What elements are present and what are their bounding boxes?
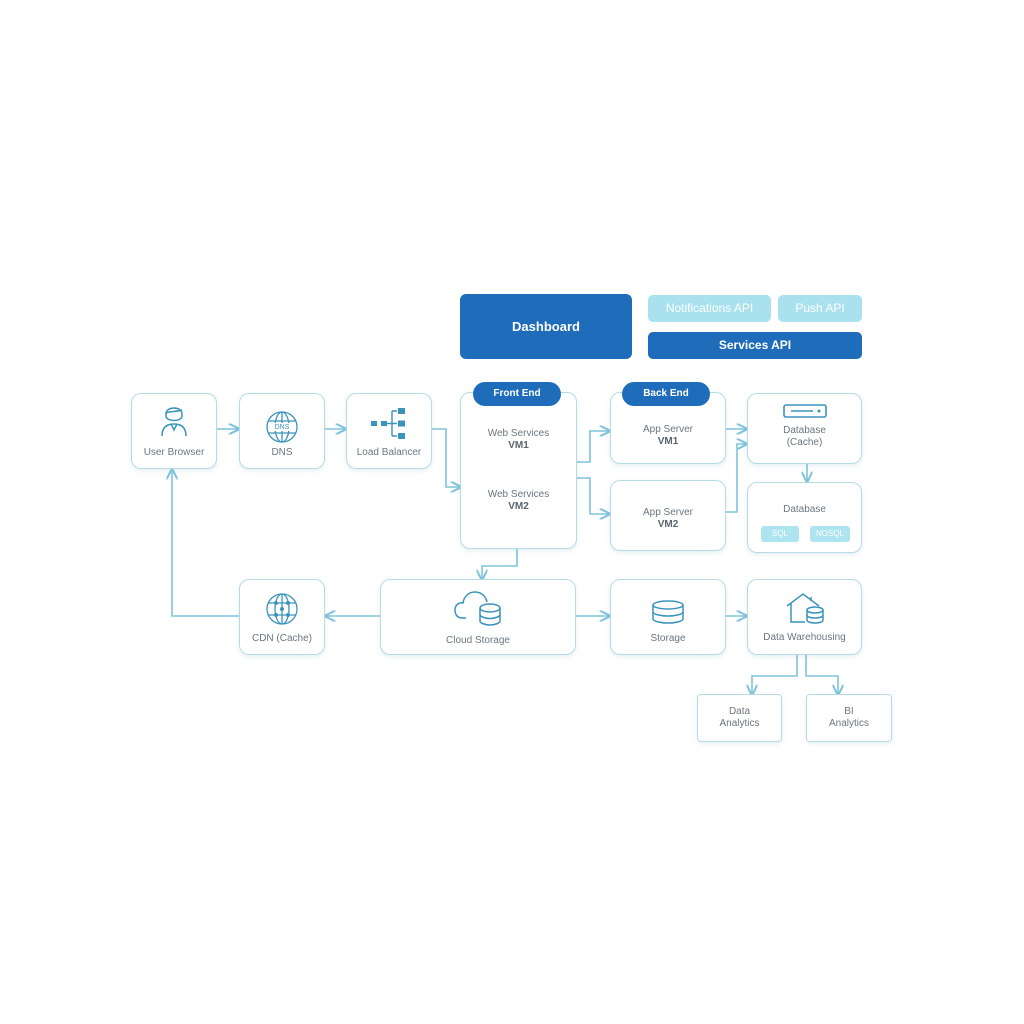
web-services-vm2-id: VM2 <box>508 501 529 512</box>
web-services-vm2-title: Web Services <box>487 489 550 500</box>
services-api-banner[interactable]: Services API <box>648 332 862 359</box>
cloud-storage-label: Cloud Storage <box>446 635 510 646</box>
server-icon <box>782 404 827 418</box>
user-icon <box>161 407 187 437</box>
back-end-pill: Back End <box>622 382 710 406</box>
web-services-vm1-title: Web Services <box>487 428 550 439</box>
database-cache-line1: Database <box>783 425 826 436</box>
app-server-vm1-title: App Server <box>642 424 694 435</box>
arrow-loadbalancer-to-web <box>432 428 460 487</box>
notifications-api-label: Notifications API <box>665 301 754 315</box>
database-cache-node[interactable]: Database (Cache) <box>747 393 862 464</box>
data-analytics-line1: Data <box>728 706 751 717</box>
globe-network-icon <box>266 593 298 625</box>
cdn-cache-label: CDN (Cache) <box>251 633 312 644</box>
storage-node[interactable]: Storage <box>610 579 726 655</box>
data-analytics-node[interactable]: Data Analytics <box>697 694 782 742</box>
arrow-web1-to-app1 <box>577 431 609 463</box>
dashboard-label: Dashboard <box>512 319 580 334</box>
web-services-vm1-id: VM1 <box>508 440 529 451</box>
app-server-vm2-title: App Server <box>642 507 694 518</box>
warehouse-icon <box>786 593 824 624</box>
arrow-web-to-cloudstorage <box>482 549 518 579</box>
front-end-pill: Front End <box>473 382 561 406</box>
dns-label: DNS <box>271 447 293 458</box>
app-server-vm2-node[interactable]: App Server VM2 <box>610 480 726 551</box>
storage-label: Storage <box>650 633 686 644</box>
data-warehousing-label: Data Warehousing <box>763 632 846 643</box>
push-api-banner[interactable]: Push API <box>778 295 862 322</box>
arrow-warehouse-to-bi-analytics <box>805 655 838 694</box>
database-label: Database <box>783 504 826 515</box>
cloud-database-icon <box>454 591 501 626</box>
arrow-app2-to-dbcache <box>726 444 746 513</box>
data-warehousing-node[interactable]: Data Warehousing <box>747 579 862 655</box>
cloud-storage-node[interactable]: Cloud Storage <box>380 579 576 655</box>
data-analytics-line2: Analytics <box>719 718 760 729</box>
notifications-api-banner[interactable]: Notifications API <box>648 295 771 322</box>
app-server-vm1-id: VM1 <box>657 436 679 447</box>
database-icon <box>652 600 684 624</box>
arrow-web2-to-app2 <box>577 477 609 514</box>
bi-analytics-node[interactable]: BI Analytics <box>806 694 892 742</box>
user-browser-node[interactable]: User Browser <box>131 393 217 469</box>
nosql-tag: NOSQL <box>810 526 850 542</box>
bi-analytics-line2: Analytics <box>828 718 869 729</box>
load-balancer-label: Load Balancer <box>356 447 422 458</box>
app-server-vm2-id: VM2 <box>657 519 679 530</box>
globe-icon <box>266 411 298 443</box>
dashboard-banner[interactable]: Dashboard <box>460 294 632 359</box>
front-end-container[interactable]: Web Services VM1 Web Services VM2 <box>460 392 577 549</box>
load-balancer-node[interactable]: Load Balancer <box>346 393 432 469</box>
arrow-cdn-to-browser <box>172 470 239 617</box>
dns-node[interactable]: DNS DNS <box>239 393 325 469</box>
user-browser-label: User Browser <box>143 447 205 458</box>
dns-icon-text: DNS <box>274 424 290 431</box>
bi-analytics-line1: BI <box>844 706 854 717</box>
services-api-label: Services API <box>718 338 792 352</box>
arrow-warehouse-to-data-analytics <box>752 655 798 694</box>
push-api-label: Push API <box>795 301 845 315</box>
sql-tag: SQL <box>761 526 799 542</box>
database-cache-line2: (Cache) <box>786 437 823 448</box>
load-balancer-icon <box>371 408 405 439</box>
cdn-cache-node[interactable]: CDN (Cache) <box>239 579 325 655</box>
database-node[interactable]: Database SQL NOSQL <box>747 482 862 553</box>
